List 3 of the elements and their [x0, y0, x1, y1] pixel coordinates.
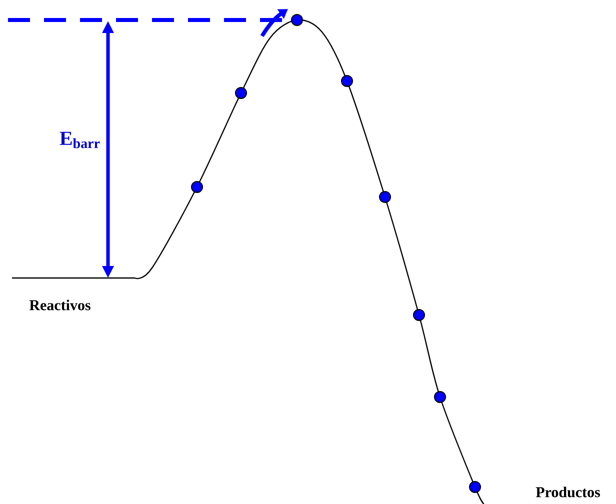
energy-label: E$_{barr}$ [60, 132, 100, 148]
state-label: Reactivos [29, 300, 90, 310]
state-label: Productos [536, 486, 600, 498]
